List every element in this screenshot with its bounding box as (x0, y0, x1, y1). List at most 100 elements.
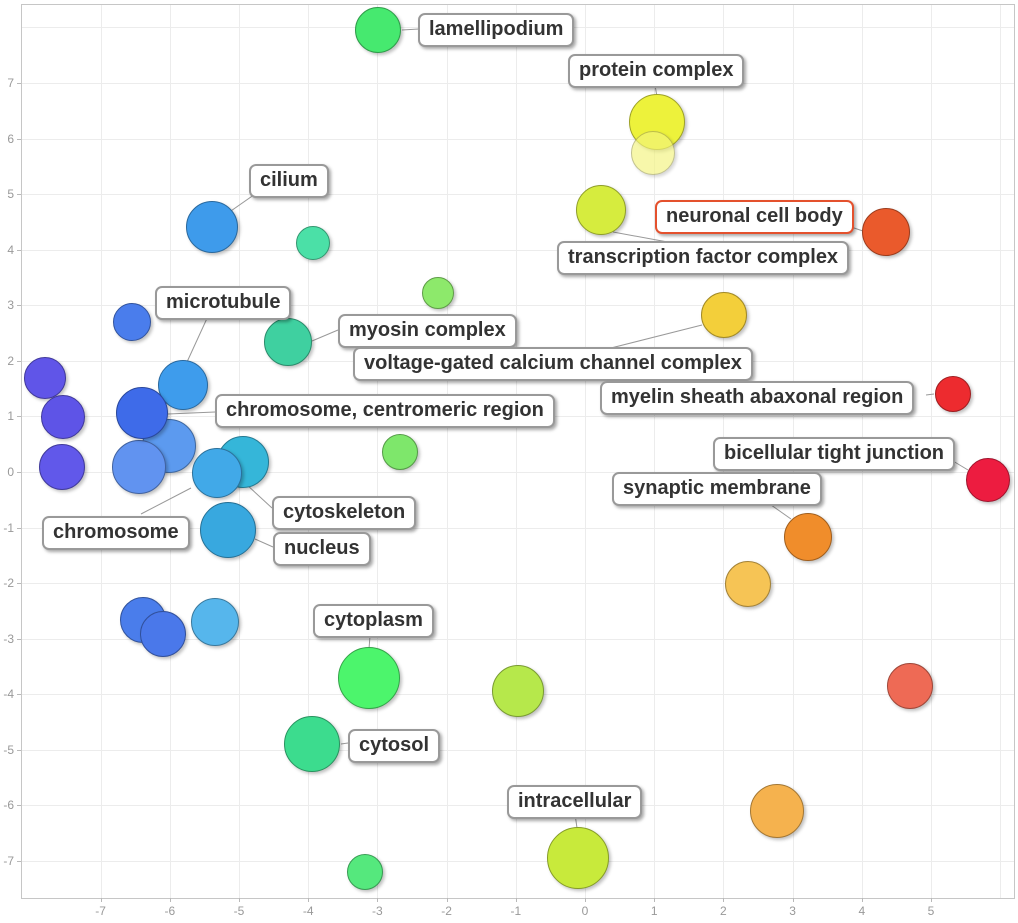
term-label-bicellular-tight-junction[interactable]: bicellular tight junction (713, 437, 955, 471)
term-label-transcription-factor-complex[interactable]: transcription factor complex (557, 241, 850, 275)
term-label-chromosome-centromeric-region[interactable]: chromosome, centromeric region (215, 394, 555, 428)
bubble[interactable] (887, 662, 934, 709)
y-gridline (22, 138, 1014, 140)
x-tick-label: 1 (650, 904, 658, 918)
y-tick-mark (17, 138, 21, 140)
term-label-myelin-sheath-abaxonal-region[interactable]: myelin sheath abaxonal region (600, 381, 915, 415)
term-label-protein-complex[interactable]: protein complex (568, 54, 745, 88)
y-gridline (22, 249, 1014, 251)
bubble[interactable] (296, 226, 331, 261)
x-tick-label: 0 (581, 904, 589, 918)
y-tick-label: -4 (3, 687, 14, 702)
bubble[interactable] (382, 433, 419, 470)
x-gridline (100, 5, 102, 898)
x-tick-label: -5 (233, 904, 245, 918)
bubble-chromosome-centromeric-region[interactable] (116, 387, 169, 440)
x-tick-mark (861, 898, 863, 902)
y-tick-mark (17, 83, 21, 84)
bubble[interactable] (491, 664, 544, 717)
x-tick-label: -7 (95, 904, 106, 918)
x-tick-mark (792, 898, 794, 902)
term-label-cytoplasm[interactable]: cytoplasm (313, 604, 434, 638)
term-label-myosin-complex[interactable]: myosin complex (338, 314, 517, 348)
term-label-cytosol[interactable]: cytosol (348, 729, 441, 763)
x-tick-mark (585, 898, 586, 902)
bubble[interactable] (112, 302, 151, 341)
x-tick-label: -6 (164, 904, 176, 918)
x-tick-mark (377, 898, 379, 902)
bubble-neuronal-cell-body[interactable] (862, 207, 911, 256)
bubble[interactable] (422, 277, 455, 310)
x-tick-label: 3 (789, 904, 796, 918)
term-label-chromosome[interactable]: chromosome (42, 516, 190, 550)
x-tick-mark (723, 898, 725, 902)
term-label-synaptic-membrane[interactable]: synaptic membrane (612, 472, 822, 506)
y-tick-label: -3 (3, 631, 14, 646)
bubble-cytoplasm[interactable] (338, 647, 401, 710)
y-gridline (22, 749, 1014, 751)
bubble-voltage-gated-calcium-channel-complex[interactable] (701, 292, 748, 339)
bubble-synaptic-membrane[interactable] (783, 513, 832, 562)
bubble[interactable] (139, 611, 186, 658)
y-tick-label: -7 (3, 853, 14, 868)
bubble-cilium[interactable] (186, 200, 238, 253)
y-gridline (22, 583, 1014, 585)
bubble[interactable] (24, 357, 67, 400)
x-gridline (1000, 5, 1002, 898)
bubble[interactable] (41, 394, 86, 439)
x-gridline (585, 5, 586, 898)
y-tick-label: 1 (7, 409, 14, 424)
x-tick-mark (446, 898, 448, 902)
bubble-bicellular-tight-junction[interactable] (965, 457, 1010, 502)
term-label-cytoskeleton[interactable]: cytoskeleton (272, 496, 417, 530)
y-tick-mark (17, 694, 21, 696)
y-tick-label: -2 (3, 576, 14, 591)
bubble-transcription-factor-complex[interactable] (575, 185, 626, 236)
x-tick-mark (308, 898, 310, 902)
bubble-myosin-complex[interactable] (264, 317, 313, 366)
y-tick-label: -1 (3, 520, 14, 535)
bubble[interactable] (38, 443, 85, 490)
bubble[interactable] (346, 854, 383, 891)
x-gridline (308, 5, 310, 898)
x-tick-mark (100, 898, 102, 902)
term-label-voltage-gated-calcium-channel-complex[interactable]: voltage-gated calcium channel complex (353, 347, 753, 381)
y-gridline (22, 527, 1014, 529)
x-tick-label: -4 (302, 904, 314, 918)
term-label-intracellular[interactable]: intracellular (507, 785, 643, 819)
bubble[interactable] (725, 561, 772, 608)
term-label-cilium[interactable]: cilium (249, 164, 329, 198)
bubble-chromosome[interactable] (111, 439, 166, 494)
bubble-lamellipodium[interactable] (355, 7, 402, 54)
y-gridline (22, 305, 1014, 307)
x-tick-label: -2 (441, 904, 452, 918)
x-tick-mark (239, 898, 240, 902)
x-tick-label: -3 (372, 904, 383, 918)
y-tick-label: -5 (3, 742, 14, 757)
bubble[interactable] (749, 783, 804, 838)
y-gridline (22, 860, 1014, 862)
x-gridline (654, 5, 656, 898)
term-label-nucleus[interactable]: nucleus (273, 532, 371, 566)
bubble[interactable] (190, 598, 239, 647)
bubble-intracellular[interactable] (547, 827, 610, 890)
y-tick-mark (17, 805, 21, 807)
y-gridline (22, 472, 1014, 473)
bubble-cytosol[interactable] (283, 715, 340, 772)
x-tick-label: -1 (510, 904, 522, 918)
bubble-myelin-sheath-abaxonal-region[interactable] (935, 376, 972, 413)
term-label-neuronal-cell-body[interactable]: neuronal cell body (655, 200, 854, 234)
y-tick-mark (17, 527, 21, 529)
bubble-microtubule[interactable] (157, 359, 208, 410)
bubble[interactable] (630, 131, 675, 176)
bubble-nucleus[interactable] (199, 501, 256, 558)
x-gridline (377, 5, 379, 898)
bubble-cytoskeleton[interactable] (191, 448, 242, 499)
term-label-lamellipodium[interactable]: lamellipodium (418, 13, 575, 47)
y-tick-label: 4 (7, 242, 14, 257)
y-tick-label: 2 (7, 353, 14, 368)
x-gridline (515, 5, 517, 898)
y-gridline (22, 638, 1014, 640)
term-label-microtubule[interactable]: microtubule (155, 286, 292, 320)
x-tick-mark (169, 898, 171, 902)
